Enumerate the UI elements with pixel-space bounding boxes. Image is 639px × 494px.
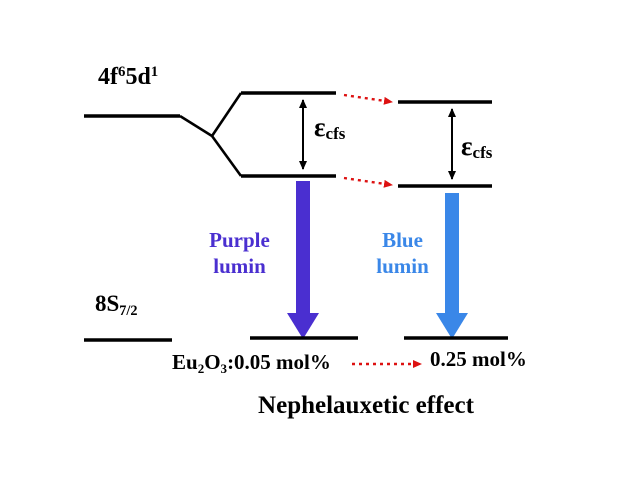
conc-eu: Eu — [172, 350, 198, 374]
purple-lumin-line2: lumin — [213, 254, 266, 279]
epsilon-symbol: ε — [461, 131, 473, 161]
conc-o: O — [204, 350, 221, 374]
blue-lumin-caption: Blue lumin — [360, 227, 445, 280]
ground-state-base: 8S — [95, 291, 120, 316]
purple-lumin-line1: Purple — [209, 228, 270, 252]
blue-lumin-line1: Blue — [382, 228, 423, 252]
ground-state-label: 8S7/2 — [95, 291, 138, 319]
concentration-left-label: Eu2O3:0.05 mol% — [172, 350, 331, 376]
conc-value: :0.05 mol% — [227, 350, 331, 374]
redshift-dotted-arrow-lower — [343, 176, 393, 188]
excited-state-sup1: 6 — [118, 63, 126, 80]
excited-state-base1: 4f — [98, 64, 118, 90]
concentration-right-label: 0.25 mol% — [430, 347, 527, 371]
purple-lumin-caption: Purple lumin — [192, 227, 287, 280]
excited-state-base2: 5d — [125, 64, 151, 90]
cfs-label-right: εcfs — [461, 131, 492, 162]
excited-state-label: 4f65d1 — [98, 64, 158, 91]
cfs-subscript: cfs — [472, 143, 493, 163]
ground-state-sub: 7/2 — [119, 302, 138, 319]
excited-state-sup2: 1 — [150, 63, 159, 80]
diagram-title: Nephelauxetic effect — [258, 392, 474, 419]
blue-emission-arrow-head — [436, 313, 468, 339]
blue-lumin-line2: lumin — [376, 254, 429, 279]
fork-upper-branch-line — [210, 92, 243, 137]
cfs-subscript: cfs — [325, 124, 346, 144]
fork-lower-branch-line — [210, 135, 243, 177]
cfs-label-left: εcfs — [314, 112, 345, 143]
redshift-dotted-arrow-upper — [343, 93, 393, 105]
conc-o-sub: 3 — [220, 360, 228, 376]
purple-emission-arrow-head — [287, 313, 319, 339]
conc-eu-sub: 2 — [197, 360, 205, 376]
fork-stem-line — [179, 114, 213, 138]
epsilon-symbol: ε — [314, 112, 326, 142]
